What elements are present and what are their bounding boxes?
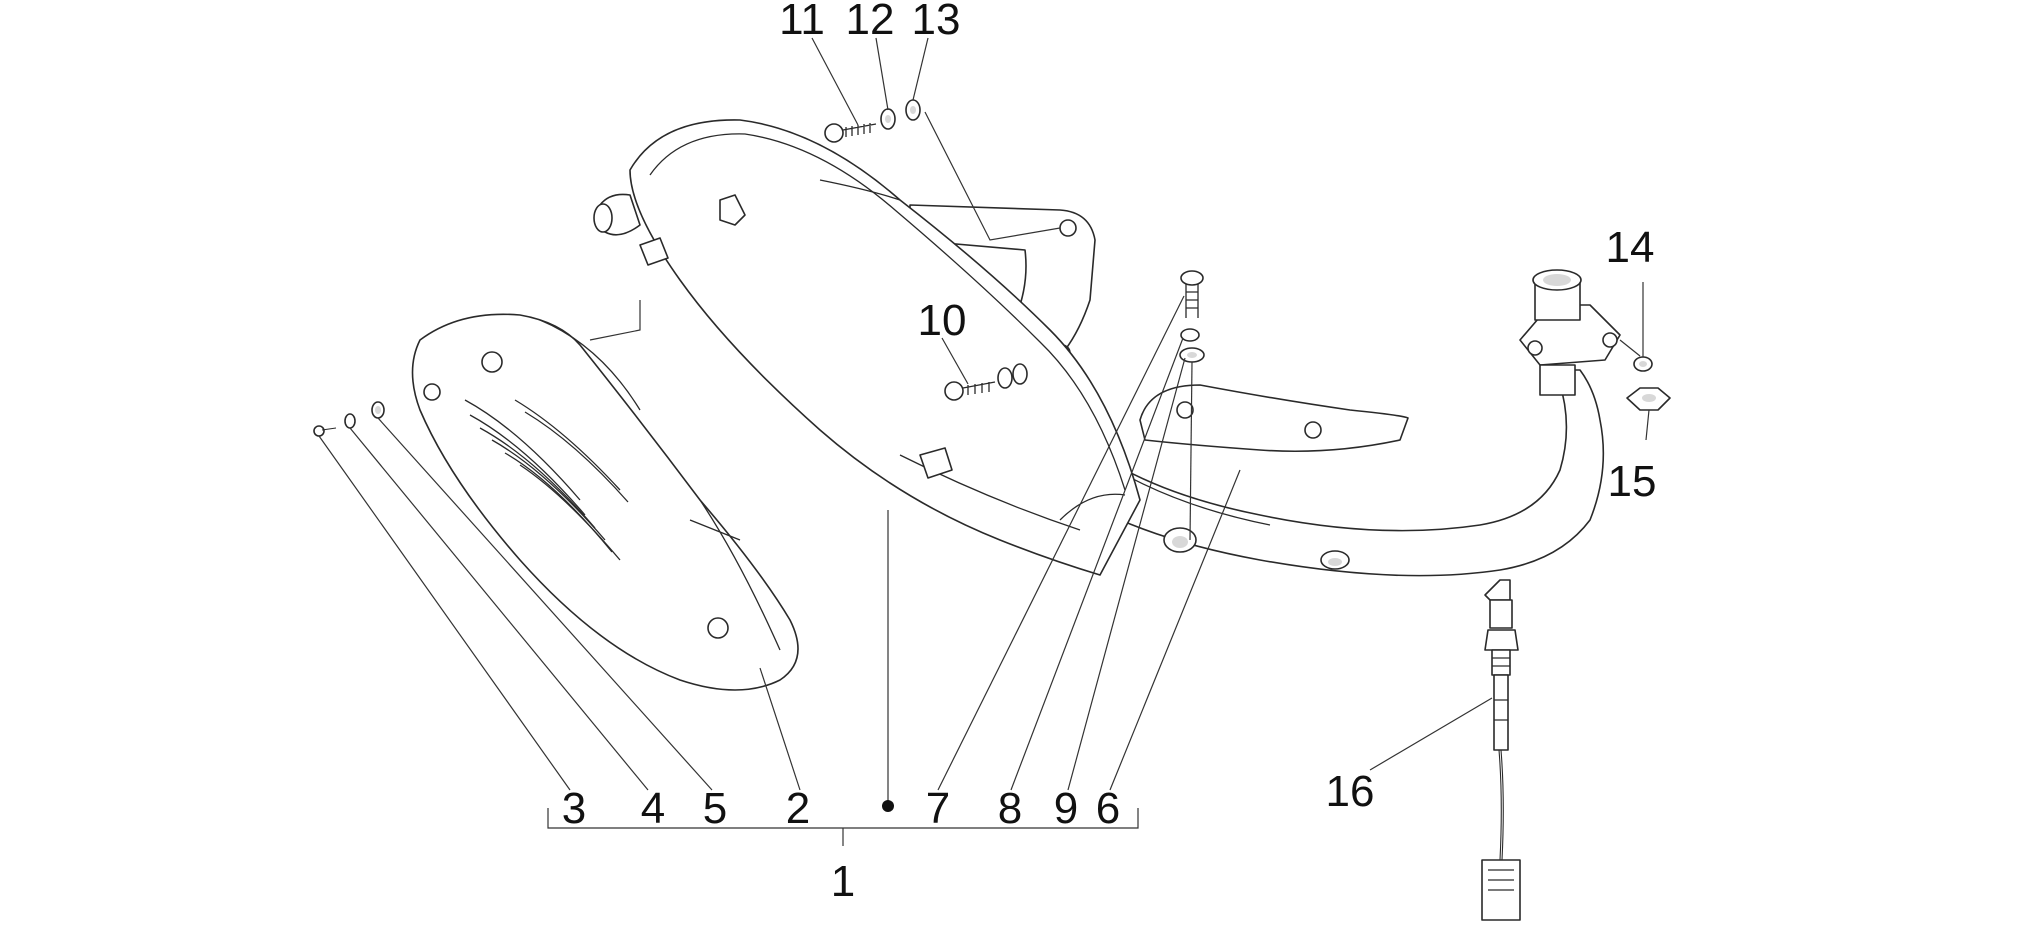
- callout-5: 5: [703, 784, 727, 833]
- callouts: 1 2 3 4 5 6 7 8 9 10 11 12 13 14 15 16: [562, 0, 1657, 906]
- flange-nut: [1626, 387, 1671, 411]
- leader-lines: [318, 37, 1650, 846]
- plate-washer-9: [1179, 347, 1205, 363]
- exhaust-pipe: [1079, 369, 1605, 601]
- callout-6: 6: [1096, 784, 1120, 833]
- washer-12: [880, 108, 896, 130]
- callout-12: 12: [846, 0, 895, 44]
- cover-grommet: [371, 401, 385, 419]
- callout-9: 9: [1054, 784, 1078, 833]
- callout-10: 10: [918, 296, 967, 345]
- callout-2: 2: [786, 784, 810, 833]
- cover-grille: [464, 399, 629, 561]
- plate-washer-8: [1180, 328, 1200, 342]
- callout-11: 11: [779, 0, 825, 44]
- plate-bolt: [1180, 270, 1204, 318]
- callout-8: 8: [998, 784, 1022, 833]
- washer-13: [905, 99, 921, 121]
- callout-4: 4: [641, 784, 665, 833]
- callout-7: 7: [926, 784, 950, 833]
- bracket-bolt-top: [824, 123, 877, 143]
- heat-shield-plate: [1139, 384, 1409, 453]
- callout-14: 14: [1606, 223, 1655, 272]
- muffler-body: [593, 119, 1141, 576]
- muffler-assembly-dot: [882, 800, 894, 812]
- lambda-sensor: [1481, 599, 1521, 921]
- callout-13: 13: [912, 0, 961, 44]
- cover-screw: [313, 425, 337, 437]
- cover-washer: [344, 413, 356, 429]
- callout-15: 15: [1608, 457, 1657, 506]
- callout-1: 1: [831, 857, 855, 906]
- bracket-bolt-mid: [944, 363, 1028, 401]
- callout-3: 3: [562, 784, 586, 833]
- muffler-cover: [411, 313, 799, 691]
- callout-16: 16: [1326, 767, 1375, 816]
- flange-washer: [1633, 356, 1653, 372]
- manifold-flange: [1519, 269, 1621, 396]
